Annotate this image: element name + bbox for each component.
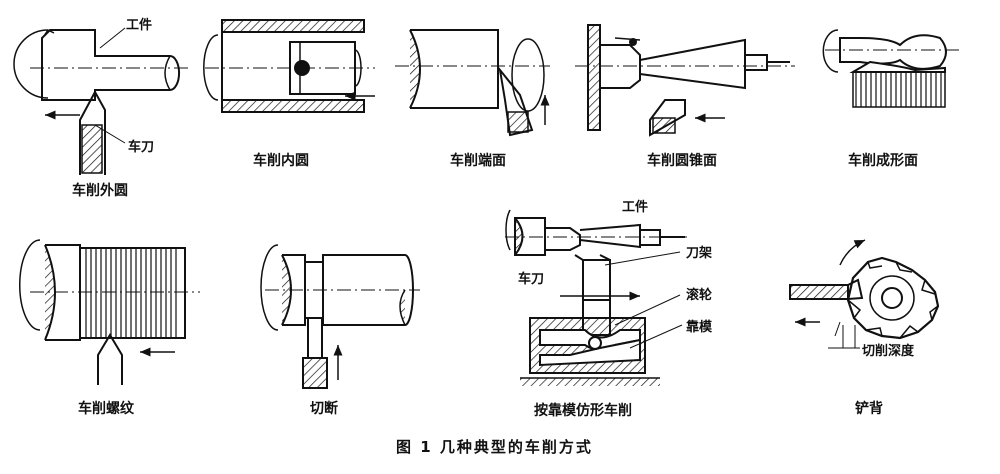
panel-relief-turning xyxy=(789,239,940,349)
annotation-copy-workpiece: 工件 xyxy=(622,200,649,215)
panel-cone-turning xyxy=(575,24,795,137)
panel-thread-turning xyxy=(19,239,200,385)
label-copy-turning: 按靠模仿形车削 xyxy=(534,403,632,419)
panel-form-turning xyxy=(822,29,960,108)
annotation-workpiece: 工件 xyxy=(126,18,153,33)
label-inner-boring: 车削内圆 xyxy=(253,153,309,169)
figure-caption: 图 1 几种典型的车削方式 xyxy=(396,438,593,456)
label-cone-turning: 车削圆锥面 xyxy=(647,153,717,169)
annotation-roller: 滚轮 xyxy=(686,288,713,303)
panel-copy-turning xyxy=(505,209,690,386)
annotation-copy-tool: 车刀 xyxy=(518,272,545,287)
annotation-tool: 车刀 xyxy=(128,140,155,155)
panel-face-turning xyxy=(395,29,550,137)
annotation-tool-rest: 刀架 xyxy=(686,246,713,261)
label-thread-turning: 车削螺纹 xyxy=(78,401,134,417)
panel-cutoff xyxy=(260,244,420,389)
panel-outer-turning xyxy=(13,27,190,175)
label-cutoff: 切断 xyxy=(310,401,338,417)
annotation-template: 靠模 xyxy=(686,320,713,335)
label-form-turning: 车削成形面 xyxy=(848,153,918,169)
label-face-turning: 车削端面 xyxy=(450,153,506,169)
label-outer-turning: 车削外圆 xyxy=(72,183,128,199)
annotation-cut-depth: 切削深度 xyxy=(862,344,915,359)
panel-inner-boring xyxy=(203,19,375,113)
label-relief-turning: 铲背 xyxy=(855,401,883,417)
